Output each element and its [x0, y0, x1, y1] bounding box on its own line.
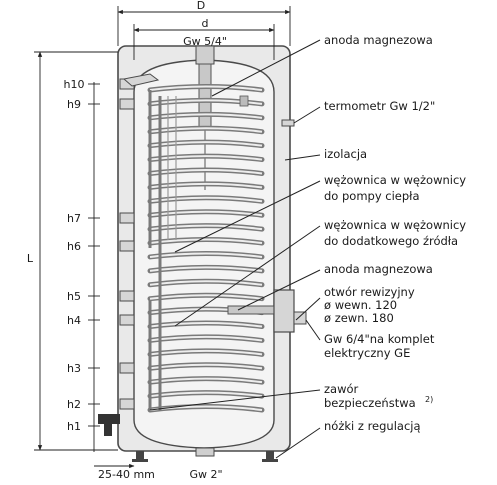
height-labels: h10 h9 h7 h6 h5 h4 h3 h2 h1 — [64, 78, 100, 433]
top-outlet-label: Gw 5/4" — [183, 35, 227, 48]
port-h3 — [119, 362, 135, 374]
height-label-h3: h3 — [67, 362, 81, 375]
port-h9 — [119, 98, 135, 110]
port-h5 — [119, 290, 135, 302]
label-insulation: izolacja — [324, 147, 367, 161]
label-heater-2: elektryczny GE — [324, 346, 410, 360]
height-label-h4: h4 — [67, 314, 81, 327]
coil-turn-highlight — [149, 182, 263, 189]
coil-turn-highlight — [149, 294, 263, 300]
coil-turn-highlight — [149, 377, 263, 384]
port-h6 — [119, 240, 135, 252]
adjustable-feet — [132, 451, 278, 462]
bottom-outlet-label: Gw 2" — [189, 468, 222, 481]
height-label-h7: h7 — [67, 212, 81, 225]
top-outlet — [195, 45, 215, 65]
foot-offset-label: 25-40 mm — [98, 468, 155, 481]
coil-turn-highlight — [149, 99, 263, 105]
coil-turn-highlight — [149, 85, 263, 91]
safety-valve — [98, 414, 120, 436]
label-anode-side: anoda magnezowa — [324, 262, 433, 276]
label-inspection-1: otwór rewizyjny — [324, 285, 415, 299]
coil-turn-highlight — [149, 127, 263, 133]
left-connection-ports — [119, 73, 160, 410]
label-inspection-3: ø zewn. 180 — [324, 311, 394, 325]
port-h7 — [119, 212, 135, 224]
coil-turn-highlight — [149, 266, 263, 272]
height-label-h5: h5 — [67, 290, 81, 303]
coil-turn-highlight — [149, 210, 263, 217]
coil-turn-highlight — [149, 322, 263, 328]
label-thermometer: termometr Gw 1/2" — [324, 99, 435, 113]
dim-L-label: L — [27, 252, 34, 265]
dimension-lines — [34, 6, 291, 469]
label-coil-extra-1: wężownica w wężownicy — [324, 218, 466, 232]
label-heater-1: Gw 6/4"na komplet — [324, 332, 435, 346]
label-valve-note: 2) — [425, 395, 433, 404]
label-coil-extra-2: do dodatkowego źródła — [324, 234, 458, 248]
port-h4 — [119, 314, 135, 326]
coil-turn-highlight — [149, 155, 263, 161]
label-coil-heat-pump-1: wężownica w wężownicy — [324, 173, 466, 187]
coil-turn-highlight — [149, 363, 263, 370]
port-h2 — [119, 398, 135, 410]
bottom-outlet — [195, 447, 215, 457]
thermometer-port — [281, 119, 295, 127]
coil-turn-highlight — [149, 196, 263, 203]
coil-turn-highlight — [149, 224, 263, 231]
height-label-h10: h10 — [64, 78, 85, 91]
coil-turn-highlight — [149, 335, 263, 342]
coil-turn-highlight — [149, 141, 263, 147]
coil-bundle — [147, 84, 265, 413]
label-anode-top: anoda magnezowa — [324, 33, 433, 47]
label-inspection-2: ø wewn. 120 — [324, 298, 397, 312]
dim-d-label: d — [202, 17, 209, 30]
coil-turn-highlight — [149, 280, 263, 286]
sensor-pocket — [239, 95, 249, 107]
height-label-h1: h1 — [67, 420, 81, 433]
height-label-h6: h6 — [67, 240, 81, 253]
inspection-opening — [227, 289, 307, 333]
label-feet: nóżki z regulacją — [324, 419, 421, 433]
coil-turn-highlight — [149, 349, 263, 356]
top-inlet-pipe — [122, 73, 160, 87]
coil-turn-highlight — [149, 169, 263, 175]
label-valve-2: bezpieczeństwa — [324, 396, 416, 410]
height-label-h2: h2 — [67, 398, 81, 411]
coil-turn-highlight — [149, 252, 263, 258]
coil-turn-highlight — [149, 238, 263, 245]
coil-turn-highlight — [149, 113, 263, 119]
coil-turn-highlight — [149, 391, 263, 398]
callout-leaders — [149, 39, 321, 459]
label-valve-1: zawór — [324, 382, 359, 396]
height-label-h9: h9 — [67, 98, 81, 111]
label-coil-heat-pump-2: do pompy ciepła — [324, 189, 420, 203]
dim-D-label: D — [197, 0, 205, 12]
